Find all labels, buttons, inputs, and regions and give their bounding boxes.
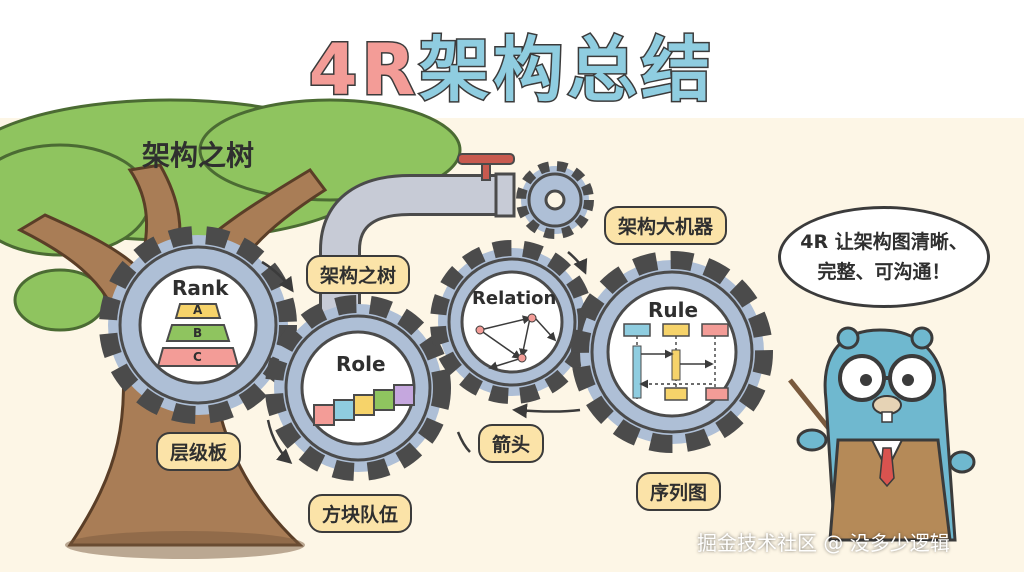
speech-line-1: 4R 让架构图清晰、 [800, 231, 968, 253]
title-4r: 4R [307, 28, 420, 113]
flow-arrows [261, 251, 588, 464]
tree-label: 架构之树 [142, 139, 255, 172]
gear-relation [430, 240, 594, 404]
rank-level-a: A [193, 303, 203, 317]
relation-caption: 箭头 [478, 424, 545, 463]
page-title: 4R架构总结 [0, 14, 1024, 115]
gopher-mascot [788, 326, 976, 542]
gear-rank-title: Rank [172, 276, 229, 300]
machine-tag: 架构大机器 [604, 206, 728, 245]
rule-caption: 序列图 [636, 472, 722, 511]
rank-level-b: B [193, 326, 203, 340]
tree-tag: 架构之树 [306, 255, 411, 294]
title-main: 架构总结 [418, 28, 716, 113]
gear-role-title: Role [336, 352, 386, 376]
gear-rule-title: Rule [648, 298, 699, 322]
gear-role [265, 295, 451, 481]
rank-caption: 层级板 [156, 432, 242, 471]
speech-bubble: 4R 让架构图清晰、 完整、可沟通！ [778, 206, 990, 308]
rank-level-c: C [193, 350, 202, 364]
pipe [319, 153, 516, 330]
role-caption: 方块队伍 [308, 494, 413, 533]
title-band [0, 0, 1024, 118]
gear-relation-title: Relation [472, 288, 557, 309]
watermark: 掘金技术社区 @ 没多少逻辑 [697, 531, 950, 555]
gear-rank [99, 226, 297, 424]
gear-rule [571, 251, 773, 453]
small-gear [516, 161, 594, 239]
speech-line-2: 完整、可沟通！ [817, 261, 951, 283]
